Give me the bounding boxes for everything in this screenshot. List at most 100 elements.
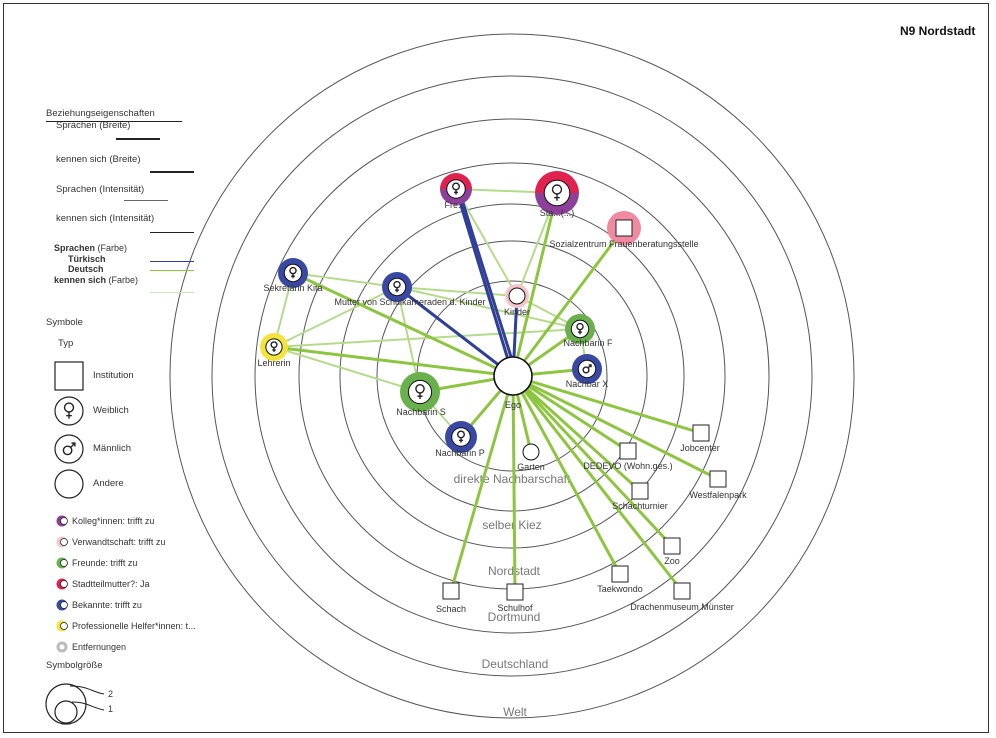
edge-32	[511, 374, 684, 593]
node-6-label: Kinder	[504, 307, 530, 317]
edge-8	[396, 286, 581, 330]
edge-26	[511, 374, 703, 435]
figure-title: N9 Nordstadt	[900, 24, 976, 38]
distance-rings	[169, 33, 855, 719]
node-21: Schach	[436, 582, 466, 614]
legend-color-deutsch: Deutsch	[68, 264, 104, 274]
node-10-label: Nachbarin S	[396, 407, 446, 417]
legend-female-glyph-ring	[63, 402, 75, 413]
legend-size-leader-1	[71, 701, 105, 711]
legend-attr-verwandt: Verwandtschaft: trifft zu	[72, 537, 166, 547]
edge-20	[272, 345, 515, 378]
ring-label-5: Welt	[503, 705, 527, 719]
edge-29	[511, 374, 642, 493]
legend-symbols	[45, 361, 105, 725]
legend-male-glyph-ring	[62, 445, 73, 456]
legend-attr-swatch-6	[56, 641, 68, 653]
legend-color-tuerkisch-line	[150, 261, 194, 262]
node-8: Nachbarin F	[563, 314, 613, 348]
node-0-label: Ego	[505, 400, 521, 410]
legend-type-andere: Andere	[93, 478, 124, 489]
legend-type-weiblich: Weiblich	[93, 405, 129, 416]
legend-attr-swatch-4	[56, 599, 68, 611]
edge-17	[291, 271, 515, 378]
ring-1	[376, 240, 648, 512]
legend-attr-entfernungen: Entfernungen	[72, 642, 127, 652]
relation-edges	[272, 187, 720, 594]
node-13-square	[692, 424, 710, 442]
ring-label-3: Dortmund	[488, 610, 541, 624]
legend-relprop-4: kennen sich (Intensität)	[56, 213, 155, 224]
edge-31	[511, 374, 622, 576]
legend-attr-swatch-1-core	[60, 538, 68, 546]
legend-male-symbol	[54, 434, 84, 464]
ring-4	[254, 118, 770, 634]
legend-color-tuerkisch: Türkisch	[68, 254, 106, 264]
legend-size-small	[54, 700, 78, 724]
legend-female-symbol	[54, 396, 84, 426]
legend-male-glyph-head	[71, 442, 76, 447]
node-19: Drachenmuseum Münster	[630, 582, 734, 612]
legend-relprop-3: Sprachen (Intensität)	[56, 184, 145, 195]
node-21-square	[442, 582, 460, 600]
legend-attr-swatch-5	[56, 620, 68, 632]
legend-attr-swatch-1	[56, 536, 68, 548]
node-2-core	[543, 179, 571, 207]
legend-size-2: 2	[108, 689, 114, 699]
legend-color-deutsch-line	[150, 270, 194, 271]
edge-34	[449, 374, 515, 593]
node-6: Kinder	[504, 284, 530, 317]
edge-6	[273, 328, 581, 348]
node-9-label: Nachbar X	[566, 379, 609, 389]
node-12: Garten	[517, 443, 545, 472]
node-10-core	[407, 379, 433, 405]
ring-2	[339, 203, 685, 549]
legend-symbols-heading: Symbole	[46, 317, 83, 328]
node-18: Taekwondo	[597, 565, 643, 594]
node-1: Fre...	[440, 173, 472, 210]
legend-attr-swatch-6-core	[59, 644, 65, 650]
legend-type-maennlich: Männlich	[93, 443, 132, 454]
legend-attr-freunde: Freunde: trifft zu	[72, 558, 138, 568]
node-9-male-glyph-ring	[582, 366, 590, 374]
edge-30	[511, 374, 674, 548]
node-9-male-glyph-head	[588, 364, 592, 368]
ring-label-0: direkte Nachbarschaft	[454, 472, 571, 486]
legend-attr-swatch-2	[56, 557, 68, 569]
node-1-core	[446, 179, 466, 199]
legend-relprop-2-line	[150, 171, 194, 173]
node-17: Zoo	[663, 537, 681, 566]
legend-attr-swatch-3	[56, 578, 68, 590]
node-14-label: DEDEVO (Wohn.ges.)	[583, 461, 672, 471]
node-0: Ego	[493, 356, 533, 410]
legend-attr-swatch-5-core	[60, 622, 68, 630]
edge-tuerkisch-fre	[460, 199, 514, 361]
node-11-label: Nachbarin P	[435, 448, 485, 458]
node-20: Schulhof	[497, 583, 533, 613]
node-1-label: Fre...	[444, 200, 465, 210]
node-9: Nachbar X	[566, 354, 609, 389]
node-15: Westfalenpark	[689, 470, 747, 500]
edge-15	[511, 191, 559, 378]
node-7: Lehrerin	[257, 333, 291, 368]
node-17-square	[663, 537, 681, 555]
node-3: Sozialzentrum Frauenberatungsstelle	[549, 211, 699, 249]
legend-size-leader-2	[69, 685, 105, 695]
node-15-label: Westfalenpark	[689, 490, 747, 500]
legend-relprop-4-line	[150, 232, 194, 233]
node-16-square	[631, 482, 649, 500]
node-17-label: Zoo	[664, 556, 680, 566]
node-12-label: Garten	[517, 462, 545, 472]
node-21-label: Schach	[436, 604, 466, 614]
node-18-square	[611, 565, 629, 583]
legend-other-symbol	[54, 469, 84, 499]
legend-color-heading-1: Sprachen (Farbe)	[54, 243, 128, 253]
node-10: Nachbarin S	[396, 372, 446, 417]
node-4: Sekretärin Kita	[263, 258, 323, 293]
edge-28	[511, 374, 720, 481]
ring-5	[211, 75, 813, 677]
legend-color-kennen-line	[150, 292, 194, 293]
edge-16	[511, 226, 626, 378]
